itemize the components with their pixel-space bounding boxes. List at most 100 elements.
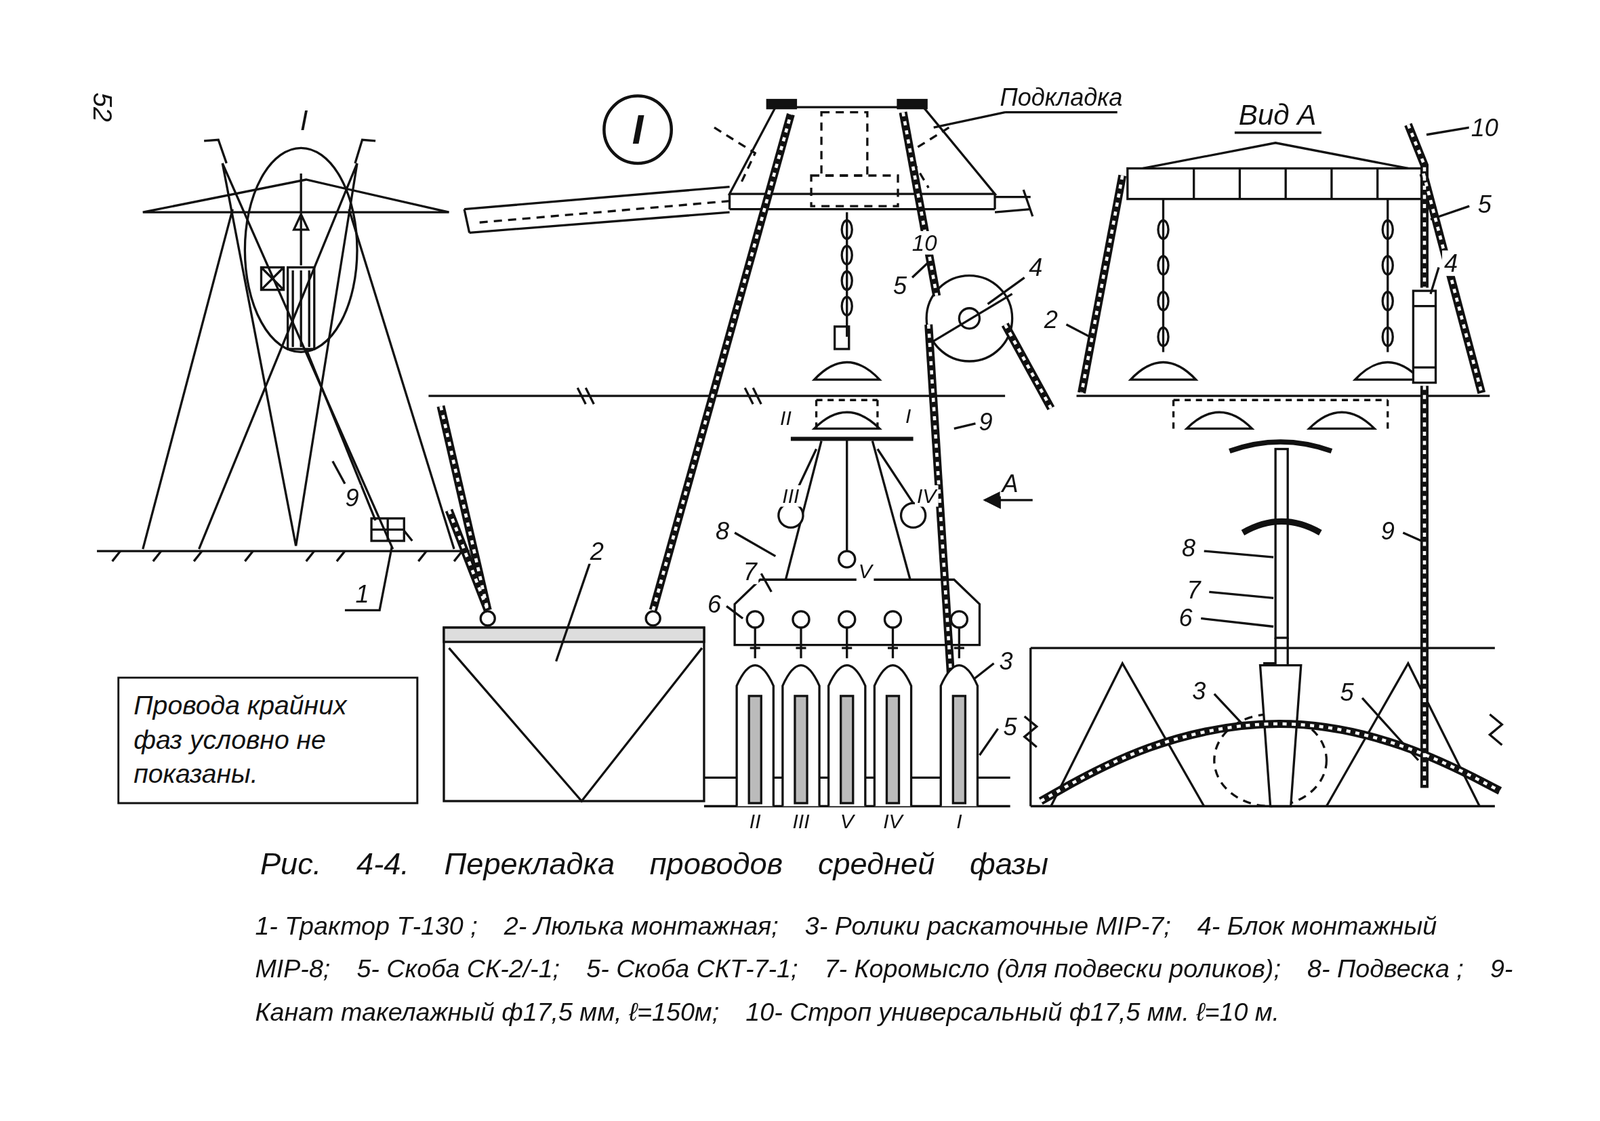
- view-a: [1260, 665, 1302, 807]
- rigging-rope: [1081, 175, 1123, 394]
- callout-number: V: [856, 560, 875, 583]
- callout-number: Вид А: [1236, 100, 1319, 131]
- stringing-roller: [954, 627, 965, 659]
- callout-number: 4: [1026, 254, 1045, 281]
- callout-number: I: [903, 405, 913, 428]
- tower-overview: [260, 267, 284, 290]
- insulator-string: [841, 245, 852, 265]
- view-a: [1030, 127, 1503, 806]
- callout-number: I: [298, 105, 311, 136]
- callout-number: Подкладка: [997, 84, 1125, 110]
- view-a: [1065, 127, 1470, 761]
- stringing-roller: [828, 611, 866, 807]
- pulley-block: [988, 277, 1025, 305]
- view-a: [1242, 521, 1321, 533]
- tower-overview: [288, 267, 315, 349]
- callout-number: V: [838, 810, 856, 833]
- stringing-roller: [736, 611, 978, 807]
- rigging-rope: [1040, 723, 1501, 802]
- insulator-string: [778, 502, 804, 528]
- view-a: [1142, 142, 1408, 169]
- callout-number: А: [1000, 470, 1021, 497]
- crossarm-detail: [897, 100, 927, 109]
- note-box: Провода крайних фаз условно не показаны.: [117, 676, 419, 804]
- crossarm-detail: [428, 100, 1117, 405]
- tower-overview: [96, 139, 470, 610]
- view-a: [1489, 714, 1502, 745]
- rigging-rope: [903, 112, 938, 297]
- callout-number: IV: [880, 810, 905, 833]
- parts-list-item: 5- Скоба СК-2/-1;: [356, 954, 560, 983]
- callout-number: I: [954, 810, 964, 833]
- view-a: [1051, 663, 1480, 807]
- stringing-roller: [736, 611, 774, 807]
- parts-list-item: 5- Скоба СКТ-7-1;: [586, 954, 798, 983]
- callout-number: 5: [891, 273, 909, 299]
- insulator-string: [838, 550, 856, 568]
- callout-number: 2: [588, 538, 606, 564]
- insulator-string: [790, 436, 914, 441]
- crossarm-detail: [994, 189, 1033, 217]
- page-number: 52: [88, 90, 116, 125]
- rigging-rope: [1423, 385, 1427, 788]
- stringing-roller: [748, 695, 762, 804]
- stringing-roller: [840, 695, 854, 804]
- stringing-roller: [750, 627, 761, 659]
- callout-number: 5: [1337, 679, 1356, 705]
- callout-number: 5: [1475, 191, 1494, 217]
- stringing-roller: [874, 611, 911, 807]
- rigging-rope: [653, 114, 791, 611]
- callout-number: 3: [1190, 677, 1208, 704]
- callout-number: 7: [741, 558, 760, 585]
- cradle: [449, 647, 703, 802]
- view-a: [1162, 199, 1388, 353]
- callout-number: 10: [1469, 114, 1501, 141]
- rigging-rope: [1423, 173, 1482, 394]
- rigging-rope: [440, 112, 1500, 807]
- stringing-roller: [884, 611, 901, 628]
- circle-outline: [603, 96, 671, 164]
- callout-number: 3: [997, 648, 1016, 675]
- view-a: [1355, 362, 1421, 381]
- rigging-rope: [449, 510, 488, 611]
- callout-number: II: [747, 810, 764, 833]
- tower-overview: [112, 550, 463, 562]
- stringing-roller: [838, 611, 856, 628]
- view-marker-circle: I: [601, 94, 673, 166]
- hidden-line: [821, 112, 868, 176]
- callout-number: 9: [976, 408, 995, 435]
- stringing-roller: [887, 627, 898, 659]
- callout-number: 6: [1177, 604, 1195, 631]
- view-a: [1382, 292, 1393, 311]
- parts-key: 1- Трактор Т-130 ;2- Люлька монтажная;3-…: [254, 904, 1551, 1033]
- callout-number: 9: [1379, 517, 1397, 544]
- tower-overview: [244, 147, 358, 352]
- view-a: [1382, 327, 1393, 346]
- tower-overview: [371, 518, 413, 541]
- stringing-roller: [874, 665, 911, 807]
- stringing-roller: [792, 611, 810, 628]
- callout-number: III: [790, 810, 812, 833]
- tower-overview: [142, 179, 450, 213]
- cradle: [645, 611, 661, 626]
- callout-number: 7: [1185, 576, 1203, 603]
- parts-list-item: 1- Трактор Т-130 ;: [254, 911, 478, 940]
- insulator-string: [785, 438, 913, 580]
- stringing-roller: [736, 665, 774, 807]
- view-a: [1412, 290, 1436, 383]
- rigging-rope: [1081, 175, 1123, 394]
- view-a: [1412, 306, 1436, 368]
- callout-number: 8: [713, 517, 732, 544]
- stringing-roller: [782, 611, 820, 807]
- callout-number: 8: [1179, 535, 1198, 562]
- rigging-rope: [653, 114, 791, 611]
- rigging-rope: [1004, 324, 1052, 408]
- tower-overview: [260, 267, 284, 290]
- stringing-roller: [794, 695, 808, 804]
- callout-number: 10: [910, 231, 940, 255]
- view-a: [1158, 256, 1169, 275]
- cradle: [556, 563, 591, 662]
- view-a: [1382, 256, 1393, 275]
